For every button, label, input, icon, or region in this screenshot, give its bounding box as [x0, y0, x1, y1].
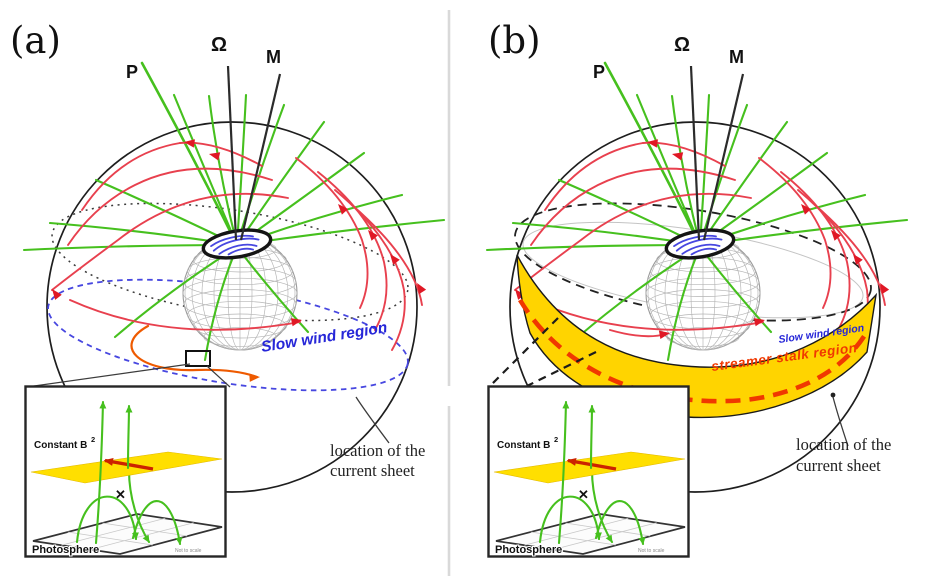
- panel-b: (b) P Ω M Slow wind region streamer stal…: [485, 19, 909, 557]
- pointer-dot: [830, 392, 836, 398]
- inset-connector: [206, 365, 231, 388]
- current-sheet-caption-line1: location of the: [796, 435, 891, 454]
- inset-connector-dashed: [489, 317, 559, 387]
- inset-connector: [26, 363, 191, 388]
- panel-b-letter: (b): [488, 19, 541, 62]
- omega-axis-label: Ω: [674, 34, 690, 56]
- outer-sphere-outline: [509, 121, 881, 493]
- p-axis-label: P: [593, 62, 605, 82]
- inset-b: [489, 387, 689, 557]
- current-sheet-caption-line1: location of the: [330, 441, 425, 460]
- current-sheet-caption-line2: current sheet: [796, 456, 881, 475]
- current-sheet-pointer: [832, 396, 849, 447]
- current-sheet-loop: [130, 324, 259, 379]
- wind-segment: [609, 329, 667, 338]
- inset-a: [26, 387, 226, 557]
- streamer-stalk-band: [516, 254, 878, 419]
- current-sheet-caption-line2: current sheet: [330, 461, 415, 480]
- current-sheet-pointer: [355, 396, 390, 444]
- omega-axis-label: Ω: [211, 34, 227, 56]
- outer-sphere-outline: [46, 121, 418, 493]
- m-axis-label: M: [729, 47, 744, 67]
- zoom-source-rect: [185, 350, 211, 367]
- panel-a-letter: (a): [10, 19, 61, 62]
- loop-arrowhead: [249, 372, 261, 382]
- p-axis-label: P: [126, 62, 138, 82]
- current-sheet-dashed-line: [518, 298, 870, 404]
- m-axis-label: M: [266, 47, 281, 67]
- panel-a: (a) P Ω M Slow wind region location of t…: [10, 19, 446, 557]
- current-sheet-ellipse: [47, 278, 409, 392]
